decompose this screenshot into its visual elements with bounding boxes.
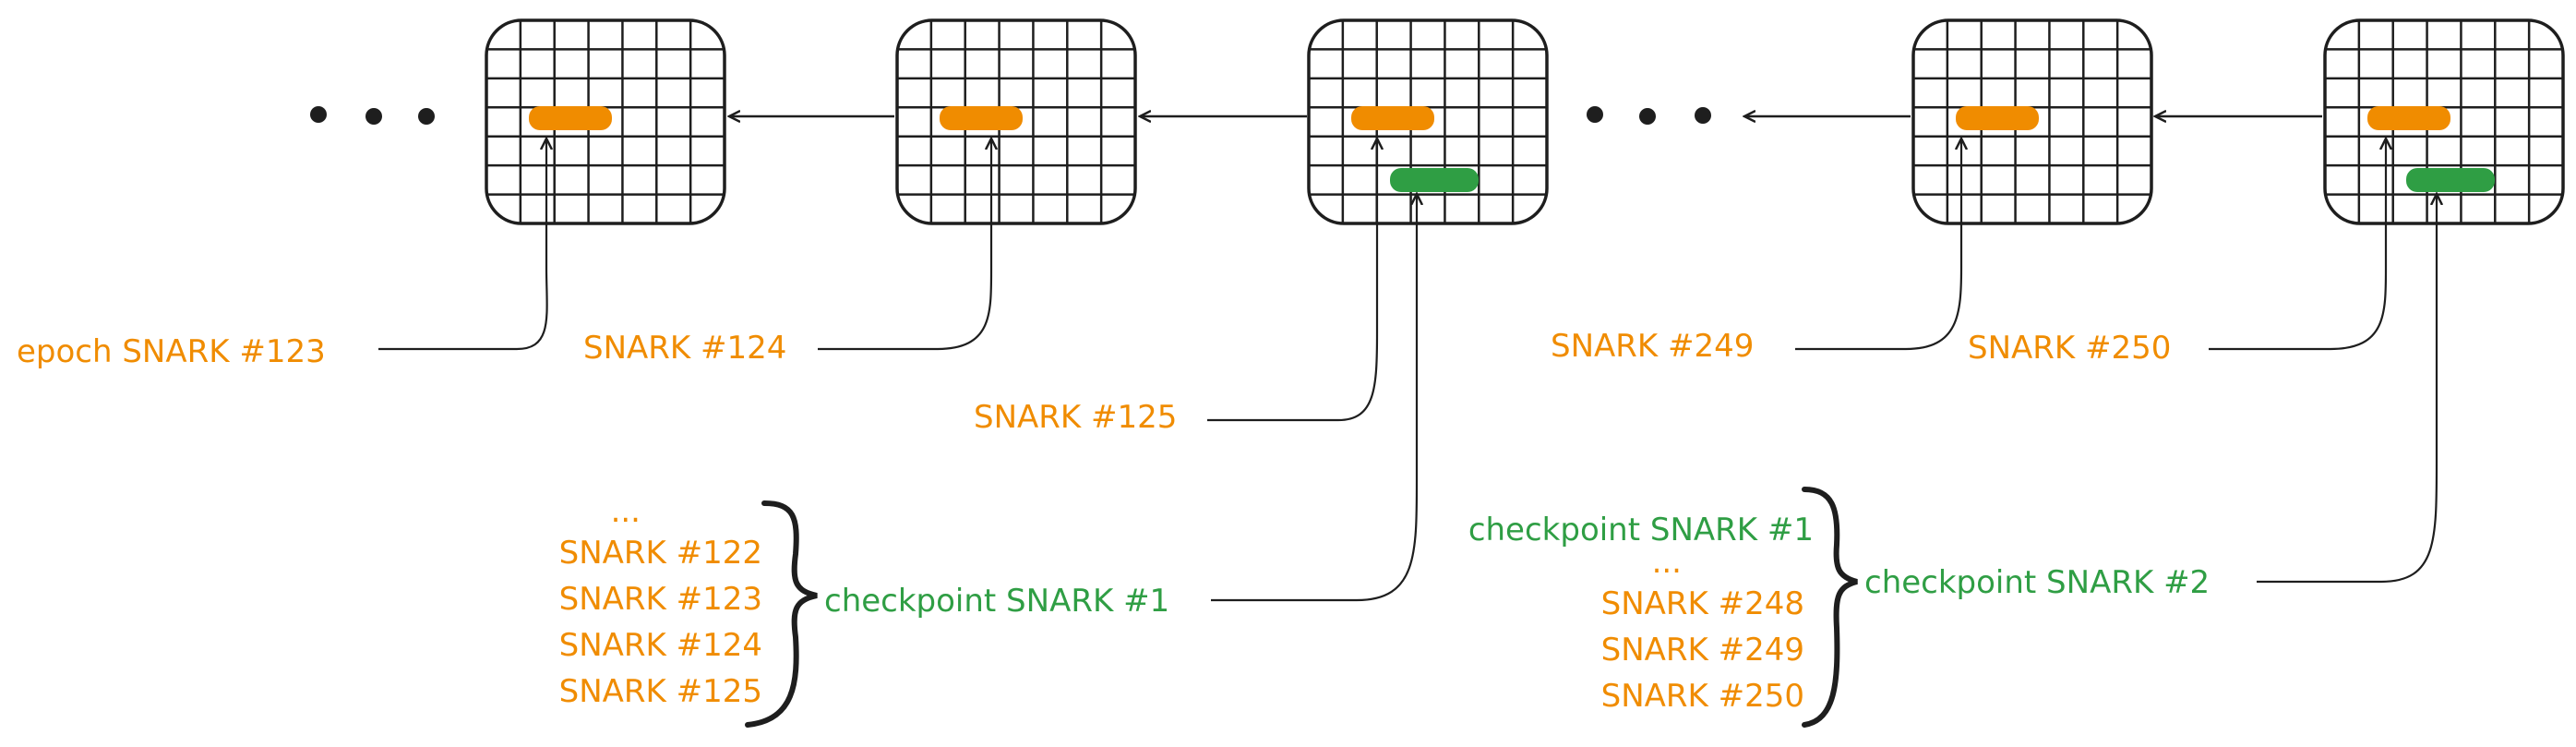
- covered-item: ...: [1652, 544, 1682, 581]
- checkpoint-1-covered-list: ... SNARK #122 SNARK #123 SNARK #124 SNA…: [559, 493, 762, 710]
- connector-checkpoint-2: [2257, 194, 2437, 584]
- checkpoint-2-covered-list: checkpoint SNARK #1 ... SNARK #248 SNARK…: [1468, 512, 1814, 715]
- connector-snark-124: [818, 139, 991, 351]
- checkpoint-snark-highlight: [2406, 168, 2495, 192]
- label-snark-125: SNARK #125: [974, 399, 1177, 436]
- checkpoint-snark-highlight: [1390, 168, 1479, 192]
- label-checkpoint-snark-2: checkpoint SNARK #2: [1864, 564, 2210, 601]
- covered-item: ...: [611, 493, 641, 530]
- covered-item-checkpoint: checkpoint SNARK #1: [1468, 512, 1814, 548]
- covered-item: SNARK #124: [559, 627, 762, 664]
- covered-item: SNARK #249: [1601, 632, 1804, 669]
- brace-checkpoint-2: [1802, 487, 1858, 728]
- covered-item: SNARK #125: [559, 673, 762, 710]
- epoch-snark-highlight: [1956, 106, 2039, 130]
- connector-snark-250: [2209, 139, 2386, 351]
- block-b2: [895, 18, 1137, 225]
- label-checkpoint-snark-1: checkpoint SNARK #1: [824, 583, 1169, 620]
- brace-checkpoint-1: [745, 500, 818, 728]
- block-b1: [485, 18, 726, 225]
- connector-epoch-123: [378, 139, 547, 351]
- connector-snark-249: [1795, 139, 1961, 351]
- leading-ellipsis: [310, 106, 435, 125]
- covered-item: SNARK #248: [1601, 585, 1804, 622]
- label-connectors: [378, 139, 2437, 602]
- label-snark-124: SNARK #124: [583, 330, 786, 367]
- covered-item: SNARK #122: [559, 535, 762, 572]
- covered-item: SNARK #123: [559, 581, 762, 618]
- connector-snark-125: [1207, 139, 1377, 422]
- label-snark-250: SNARK #250: [1968, 330, 2171, 367]
- covered-item: SNARK #250: [1601, 678, 1804, 715]
- label-snark-249: SNARK #249: [1551, 328, 1754, 365]
- label-epoch-snark-123: epoch SNARK #123: [17, 333, 326, 370]
- epoch-snark-highlight: [529, 106, 612, 130]
- block-b5: [2323, 18, 2565, 225]
- block-b4: [1911, 18, 2153, 225]
- epoch-snark-highlight: [1351, 106, 1434, 130]
- block-b3: [1307, 18, 1549, 225]
- connector-checkpoint-1: [1211, 194, 1417, 602]
- blocks: [485, 18, 2565, 225]
- middle-ellipsis: [1587, 106, 1711, 125]
- epoch-snark-highlight: [2367, 106, 2450, 130]
- epoch-snark-highlight: [940, 106, 1023, 130]
